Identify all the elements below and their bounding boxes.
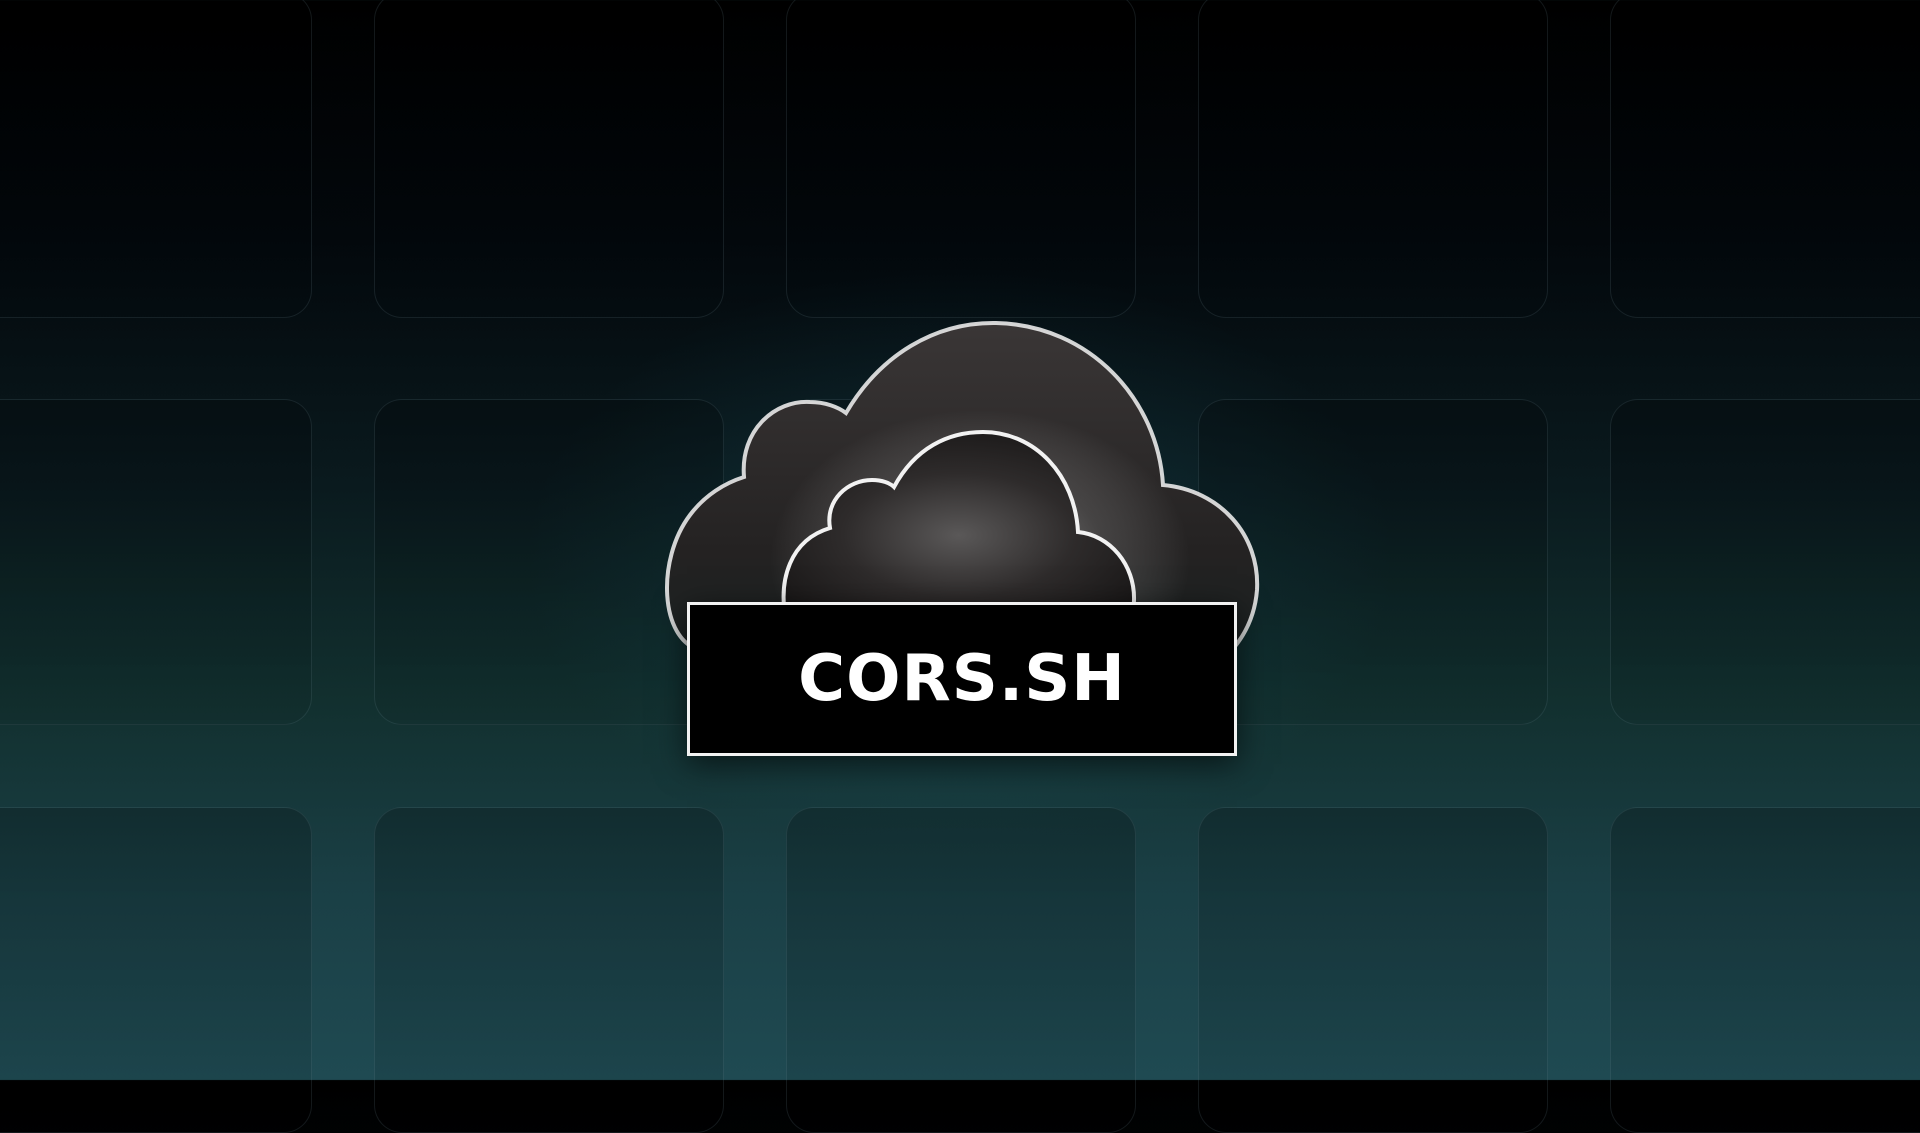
brand-name: CORS.SH bbox=[798, 642, 1126, 716]
grid-tile bbox=[374, 399, 724, 725]
grid-tile bbox=[1610, 0, 1920, 318]
cloud-icon bbox=[665, 320, 1260, 710]
inner-cloud-shape bbox=[781, 429, 1137, 622]
grid-tile bbox=[0, 0, 312, 318]
grid-tile bbox=[374, 807, 724, 1133]
grid-tile bbox=[0, 399, 312, 725]
grid-tile bbox=[1610, 399, 1920, 725]
grid-tile bbox=[374, 0, 724, 318]
grid-tile bbox=[786, 0, 1136, 318]
brand-label-box: CORS.SH bbox=[687, 602, 1237, 756]
grid-tile bbox=[1198, 0, 1548, 318]
grid-tile bbox=[1198, 807, 1548, 1133]
grid-tile bbox=[786, 807, 1136, 1133]
grid-tile bbox=[1610, 807, 1920, 1133]
grid-tile bbox=[0, 807, 312, 1133]
